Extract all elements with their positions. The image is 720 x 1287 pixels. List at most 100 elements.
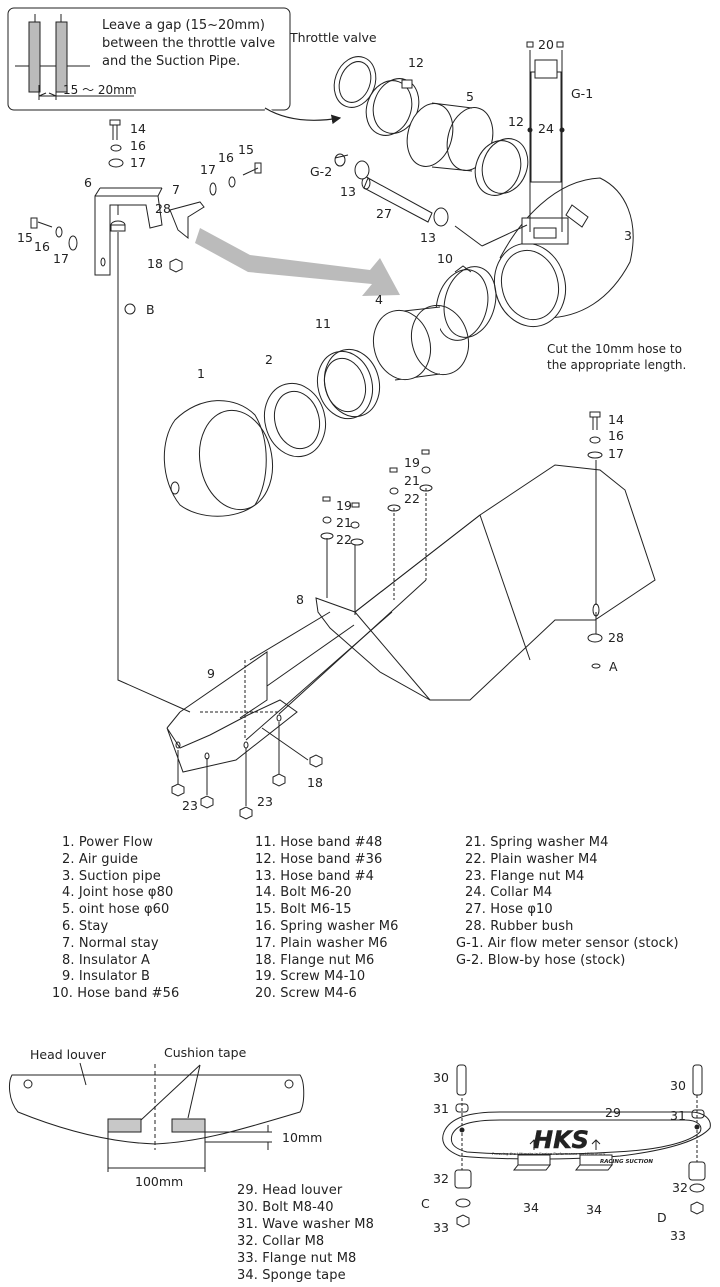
callout-16b: 16 xyxy=(218,150,234,165)
stay-to-insulator-line xyxy=(117,232,191,713)
cut-note-line: the appropriate length. xyxy=(547,358,687,372)
hks-logo-text: HKS xyxy=(533,1126,589,1154)
gap-note-line: Leave a gap (15~20mm) xyxy=(102,18,265,33)
part-item: 3. Suction pipe xyxy=(62,868,161,884)
cut-note-line: Cut the 10mm hose to xyxy=(547,342,682,356)
callout-17c: 17 xyxy=(53,251,69,266)
part-item: 20. Screw M4-6 xyxy=(255,986,357,1002)
suction-pipe xyxy=(493,177,634,328)
callout-16: 16 xyxy=(130,138,146,153)
hks-louver-plate xyxy=(442,1064,711,1228)
dim-100mm: 100mm xyxy=(135,1174,183,1189)
gap-callout-box xyxy=(7,7,291,111)
callout-19b: 19 xyxy=(336,498,352,513)
hks-tagline: Pursuing the Ultimate in Engine Performa… xyxy=(492,1151,606,1156)
callout-34b: 34 xyxy=(586,1202,602,1217)
callout-10: 10 xyxy=(437,251,453,266)
callout-12: 12 xyxy=(408,55,424,70)
part-item: G-1. Air flow meter sensor (stock) xyxy=(456,935,679,951)
callout-13b: 13 xyxy=(420,230,436,245)
part-item: G-2. Blow-by hose (stock) xyxy=(456,952,626,968)
cut-hose-note: Cut the 10mm hose to the appropriate len… xyxy=(547,341,717,373)
part-item: 13. Hose band #4 xyxy=(255,868,375,884)
callout-17: 17 xyxy=(130,155,146,170)
parts-list-col4: 29. Head louver 30. Bolt M8-40 31. Wave … xyxy=(237,1182,374,1284)
callout-31: 31 xyxy=(433,1101,449,1116)
part-item: 32. Collar M8 xyxy=(237,1234,325,1249)
part-item: 23. Flange nut M4 xyxy=(465,868,585,884)
callout-17d: 17 xyxy=(608,446,624,461)
callout-17b: 17 xyxy=(200,162,216,177)
dim-10mm: 10mm xyxy=(282,1130,322,1145)
callout-9: 9 xyxy=(207,666,215,681)
hose-band-12b xyxy=(474,138,529,196)
part-item: 18. Flange nut M6 xyxy=(255,952,375,968)
part-item: 27. Hose φ10 xyxy=(465,902,553,918)
normal-stay xyxy=(169,201,205,240)
insulator-connect-lines xyxy=(200,579,427,741)
g1-screws xyxy=(526,41,565,133)
part-item: 15. Bolt M6-15 xyxy=(255,902,352,918)
part-item: 30. Bolt M8-40 xyxy=(237,1200,334,1215)
part-item: 22. Plain washer M4 xyxy=(465,851,598,867)
callout-7: 7 xyxy=(172,182,180,197)
hose-band-13 xyxy=(334,153,528,247)
part-item: 5. oint hose φ60 xyxy=(62,902,170,918)
callout-21: 21 xyxy=(404,473,420,488)
callout-12b: 12 xyxy=(508,114,524,129)
label-cushion-tape: Cushion tape xyxy=(164,1045,247,1060)
callout-2: 2 xyxy=(265,352,273,367)
part-item: 29. Head louver xyxy=(237,1183,343,1198)
callout-14b: 14 xyxy=(608,412,624,427)
callout-11: 11 xyxy=(315,316,331,331)
point-d: D xyxy=(657,1210,667,1225)
label-head-louver: Head louver xyxy=(30,1047,107,1062)
part-item: 10. Hose band #56 xyxy=(52,986,180,1002)
callout-22b: 22 xyxy=(336,532,352,547)
callout-22: 22 xyxy=(404,491,420,506)
gap-note: Leave a gap (15~20mm) between the thrott… xyxy=(102,17,287,71)
power-flow-filter xyxy=(163,400,274,517)
callout-31b: 31 xyxy=(670,1108,686,1123)
insulator-a xyxy=(315,464,656,701)
callout-29: 29 xyxy=(605,1105,621,1120)
gap-dimension: 15 ～ 20mm xyxy=(63,83,137,97)
callout-16c: 16 xyxy=(34,239,50,254)
point-c: C xyxy=(421,1196,430,1211)
part-item: 2. Air guide xyxy=(62,851,139,867)
part-item: 34. Sponge tape xyxy=(237,1268,346,1283)
callout-30: 30 xyxy=(433,1070,449,1085)
callout-8: 8 xyxy=(296,592,304,607)
label-throttle-valve: Throttle valve xyxy=(289,30,377,45)
part-item: 31. Wave washer M8 xyxy=(237,1217,374,1232)
part-item: 6. Stay xyxy=(62,918,109,934)
callout-33b: 33 xyxy=(670,1228,686,1243)
callout-32b: 32 xyxy=(672,1180,688,1195)
callout-20: 20 xyxy=(538,37,554,52)
callout-30b: 30 xyxy=(670,1078,686,1093)
callout-34: 34 xyxy=(523,1200,539,1215)
joint-hose-5 xyxy=(406,102,494,172)
parts-list-col1: 1. Power Flow 2. Air guide 3. Suction pi… xyxy=(48,835,179,1003)
part-item: 17. Plain washer M6 xyxy=(255,935,388,951)
callout-18: 18 xyxy=(147,256,163,271)
gap-note-line: and the Suction Pipe. xyxy=(102,54,241,69)
blowby-hose xyxy=(334,154,349,159)
callout-18b: 18 xyxy=(307,775,323,790)
throttle-ring xyxy=(333,56,377,108)
joint-hose-4 xyxy=(372,304,470,381)
callout-15: 15 xyxy=(238,142,254,157)
part-item: 4. Joint hose φ80 xyxy=(62,885,174,901)
callout-23b: 23 xyxy=(257,794,273,809)
callout-3: 3 xyxy=(624,228,632,243)
part-item: 12. Hose band #36 xyxy=(255,851,383,867)
part-item: 28. Rubber bush xyxy=(465,918,574,934)
part-item: 16. Spring washer M6 xyxy=(255,918,399,934)
hose-band-10 xyxy=(435,265,497,341)
air-flow-meter xyxy=(529,50,563,232)
callout-16d: 16 xyxy=(608,428,624,443)
part-item: 11. Hose band #48 xyxy=(255,835,383,850)
fasteners-stay xyxy=(30,119,262,273)
part-item: 14. Bolt M6-20 xyxy=(255,885,352,901)
assembly-arrow xyxy=(195,228,400,296)
